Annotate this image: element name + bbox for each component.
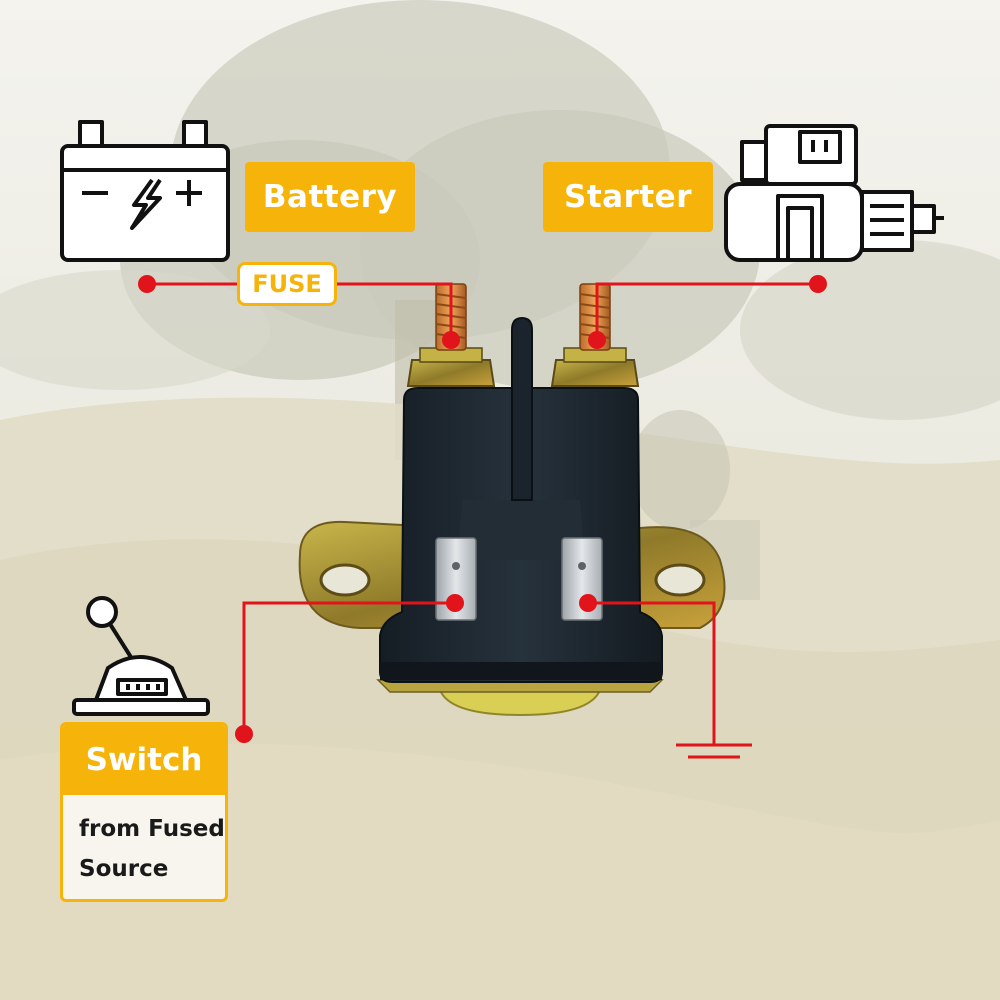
wiring-lines bbox=[147, 282, 818, 745]
ground-symbol-icon bbox=[676, 743, 752, 759]
wire-endpoints bbox=[138, 275, 827, 743]
switch-label: Switch bbox=[63, 725, 225, 795]
battery-label: Battery bbox=[245, 162, 415, 232]
starter-motor-icon bbox=[724, 124, 944, 262]
fuse-label: FUSE bbox=[237, 262, 337, 306]
battery-icon bbox=[60, 120, 230, 262]
switch-note: from Fused Source bbox=[79, 816, 225, 882]
lever-switch-icon bbox=[72, 596, 210, 716]
starter-label: Starter bbox=[543, 162, 713, 232]
switch-card: Switch from Fused Source bbox=[60, 722, 228, 902]
